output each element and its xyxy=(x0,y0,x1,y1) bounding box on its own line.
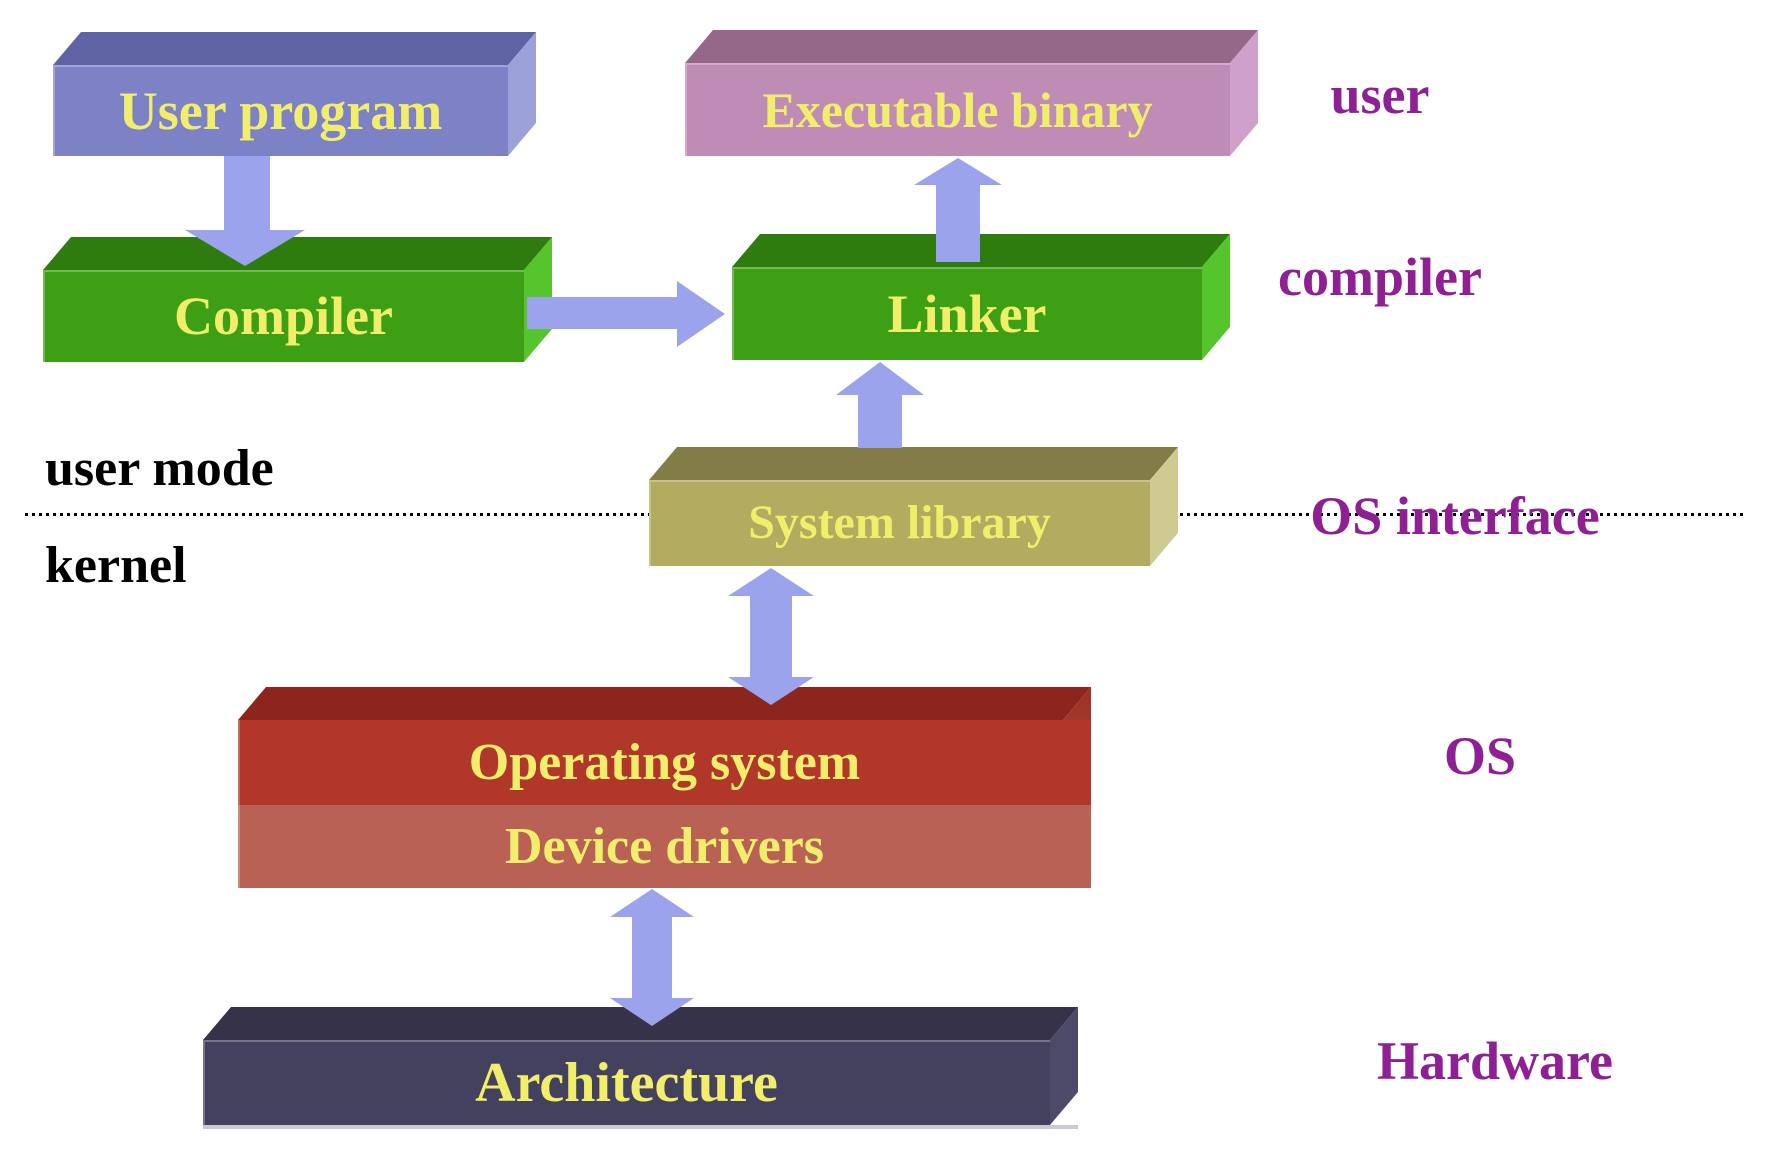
operating-system-box-top-face xyxy=(238,687,1091,720)
layer-label-user: user xyxy=(1330,65,1430,125)
layer-label-os: OS xyxy=(1443,726,1517,786)
divider-dotted-left xyxy=(25,513,649,516)
architecture-label: Architecture xyxy=(475,1051,778,1114)
linker-box-top-face xyxy=(732,234,1230,267)
operating-system-band: Operating system xyxy=(238,720,1091,805)
executable-binary-box-front-face: Executable binary xyxy=(685,63,1230,156)
system-library-box: System library xyxy=(649,447,1178,566)
user-program-label: User program xyxy=(118,80,443,141)
user-program-box-top-face xyxy=(53,32,536,65)
user-program-box: User program xyxy=(53,32,536,156)
device-drivers-label: Device drivers xyxy=(504,817,825,875)
architecture-box: Architecture xyxy=(203,1007,1078,1125)
user-program-box-front-face: User program xyxy=(53,65,508,156)
compiler-box-front-face: Compiler xyxy=(43,270,524,362)
layer-label-hardware: Hardware xyxy=(1377,1031,1613,1091)
user-mode-label: user mode xyxy=(45,440,274,497)
architecture-bottom-edge xyxy=(203,1125,1078,1129)
arrow-os-architecture-bidirectional xyxy=(610,889,694,1026)
system-library-box-top-face xyxy=(649,447,1178,480)
system-library-label: System library xyxy=(748,496,1051,549)
executable-binary-box-top-face xyxy=(685,30,1258,63)
operating-system-box: Operating system Device drivers xyxy=(238,687,1091,888)
executable-binary-box: Executable binary xyxy=(685,30,1258,156)
device-drivers-band: Device drivers xyxy=(238,805,1091,888)
linker-label: Linker xyxy=(887,283,1047,344)
executable-binary-label: Executable binary xyxy=(762,81,1153,138)
arrow-system-library-os-bidirectional xyxy=(728,568,814,705)
system-library-box-front-face: System library xyxy=(649,480,1150,566)
layer-label-os-interface: OS interface xyxy=(1310,486,1600,546)
kernel-label: kernel xyxy=(45,537,187,594)
linker-box: Linker xyxy=(732,234,1230,360)
architecture-box-front-face: Architecture xyxy=(203,1040,1050,1125)
arrow-compiler-to-linker xyxy=(527,281,725,347)
linker-box-front-face: Linker xyxy=(732,267,1202,360)
layer-label-compiler: compiler xyxy=(1278,247,1482,307)
compiler-box-top-face xyxy=(43,237,552,270)
compiler-label: Compiler xyxy=(174,286,393,346)
divider-dotted-right xyxy=(1180,513,1745,516)
operating-system-label: Operating system xyxy=(468,733,861,791)
compiler-box: Compiler xyxy=(43,237,552,362)
arrow-system-library-to-linker xyxy=(836,362,924,448)
